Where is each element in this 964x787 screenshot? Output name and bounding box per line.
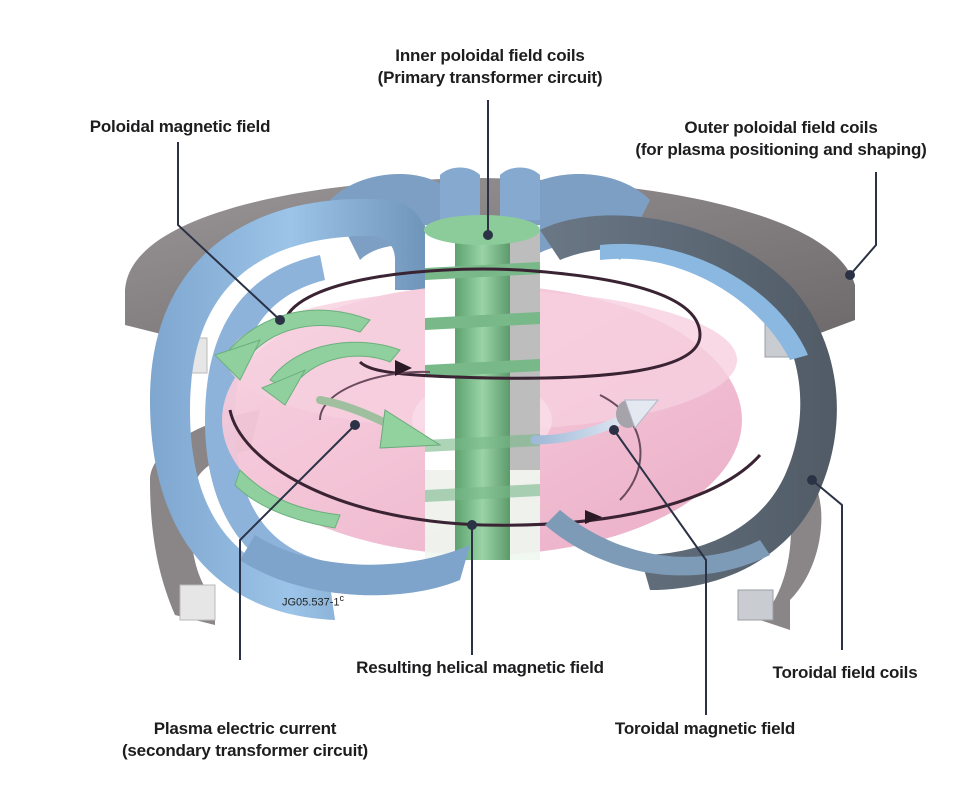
leader-toroidal-coils: [811, 479, 843, 650]
leader-outer-coils: [849, 172, 877, 276]
label-inner-poloidal-coils-line2: (Primary transformer circuit): [377, 68, 603, 87]
label-toroidal-field-coils: Toroidal field coils: [745, 662, 945, 684]
label-outer-poloidal-coils-line1: Outer poloidal field coils: [684, 118, 878, 137]
label-helical-magnetic-field-text: Resulting helical magnetic field: [356, 658, 604, 677]
plasma-current-arrow: [316, 396, 442, 449]
helical-field-arrowhead-lower: [585, 510, 602, 524]
label-toroidal-magnetic-field: Toroidal magnetic field: [585, 718, 825, 740]
figure-credit-main: JG05.537-1: [282, 596, 340, 609]
central-solenoid: [424, 215, 540, 560]
leader-toroidal-field: [613, 429, 707, 715]
label-plasma-electric-current: Plasma electric current (secondary trans…: [85, 718, 405, 762]
label-plasma-electric-current-line2: (secondary transformer circuit): [121, 741, 369, 760]
label-poloidal-magnetic-field-text: Poloidal magnetic field: [89, 117, 271, 136]
toroidal-field-coil-left: [150, 198, 430, 621]
figure-credit-suffix: c: [339, 593, 344, 603]
toroidal-field-coil-bottom: [240, 535, 470, 596]
label-outer-poloidal-coils-line2: (for plasma positioning and shaping): [635, 140, 927, 159]
figure-credit: JG05.537-1c: [282, 593, 344, 609]
helical-field-arrowhead: [395, 360, 412, 376]
poloidal-field-arrows: [214, 309, 401, 529]
leader-lines: [177, 100, 877, 715]
label-inner-poloidal-coils: Inner poloidal field coils (Primary tran…: [340, 45, 640, 89]
leader-plasma-current: [239, 424, 356, 660]
label-poloidal-magnetic-field: Poloidal magnetic field: [55, 116, 305, 138]
leader-dots: [275, 230, 855, 530]
label-inner-poloidal-coils-line1: Inner poloidal field coils: [395, 46, 585, 65]
label-toroidal-magnetic-field-text: Toroidal magnetic field: [614, 719, 796, 738]
label-helical-magnetic-field: Resulting helical magnetic field: [320, 657, 640, 679]
helical-field-lines: [228, 267, 762, 527]
leader-poloidal-field: [177, 142, 281, 321]
label-plasma-electric-current-line1: Plasma electric current: [153, 719, 337, 738]
label-outer-poloidal-coils: Outer poloidal field coils (for plasma p…: [598, 117, 964, 161]
toroidal-field-arrow: [530, 399, 660, 445]
label-toroidal-field-coils-text: Toroidal field coils: [772, 663, 918, 682]
toroidal-field-coil-right: [540, 215, 837, 590]
